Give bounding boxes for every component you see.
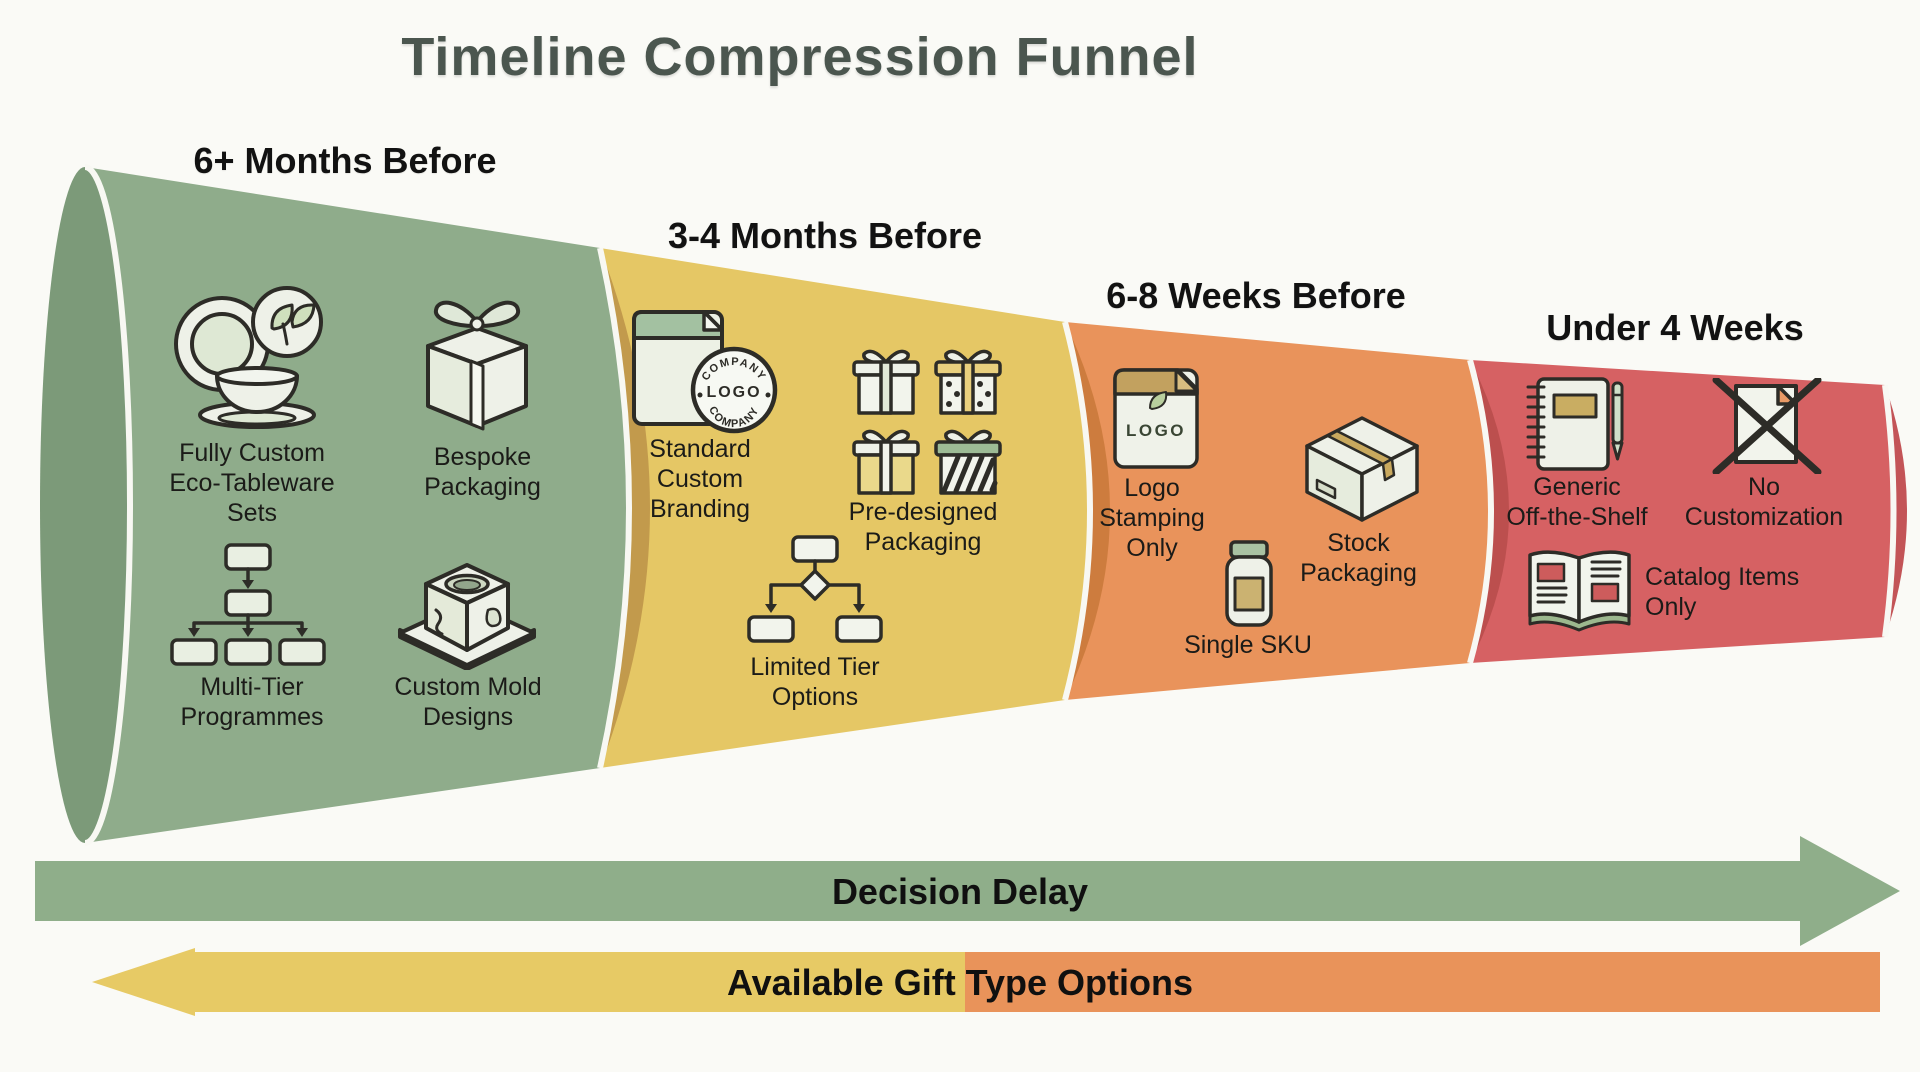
- gift-grid-icon: [852, 349, 1002, 495]
- stage-4-header: Under 4 Weeks: [1546, 307, 1804, 348]
- stock-box-icon: [1305, 416, 1419, 522]
- item-label-standard-branding: Standard Custom Branding: [649, 435, 751, 523]
- item-label-catalog-items: Catalog Items Only: [1645, 563, 1800, 621]
- bespoke-gift-icon: [426, 300, 528, 431]
- logo-doc-icon: LOGO: [1113, 368, 1199, 469]
- item-label-generic-shelf: Generic Off-the-Shelf: [1506, 473, 1648, 531]
- funnel-divider-arcs: [84, 164, 1897, 846]
- decision-delay-label: Decision Delay: [831, 871, 1089, 912]
- item-label-custom-mold: Custom Mold Designs: [394, 673, 542, 731]
- mold-icon: [398, 563, 536, 670]
- item-label-limited-tier: Limited Tier Options: [750, 653, 880, 711]
- catalog-book-icon: [1528, 550, 1631, 632]
- stamp-text-center: LOGO: [706, 384, 761, 401]
- stage-2-header: 3-4 Months Before: [667, 215, 983, 256]
- item-label-stock-packaging: Stock Packaging: [1300, 529, 1417, 587]
- item-label-predesigned-packaging: Pre-designed Packaging: [848, 498, 998, 556]
- item-label-single-sku: Single SKU: [1184, 631, 1312, 659]
- stage-3-header: 6-8 Weeks Before: [1106, 275, 1406, 316]
- tier-flowchart-icon: [747, 535, 883, 643]
- notebook-pen-icon: [1526, 377, 1624, 471]
- jar-icon: [1225, 540, 1273, 627]
- logo-doc-text: LOGO: [1126, 421, 1186, 440]
- item-label-logo-stamping: Logo Stamping Only: [1099, 474, 1205, 562]
- item-label-multi-tier: Multi-Tier Programmes: [180, 673, 324, 731]
- gift-options-arrow: [92, 948, 1880, 1016]
- decision-delay-arrowhead: [1800, 836, 1900, 946]
- org-chart-icon: [170, 543, 326, 666]
- page-title: Timeline Compression Funnel: [401, 27, 1199, 87]
- stage-1-header: 6+ Months Before: [193, 140, 497, 181]
- item-label-no-customization: No Customization: [1684, 473, 1844, 531]
- gift-options-arrowhead: [92, 948, 195, 1016]
- item-label-bespoke-packaging: Bespoke Packaging: [424, 443, 541, 501]
- funnel-left-cap: [40, 167, 130, 843]
- no-customization-icon: [1712, 378, 1822, 474]
- gift-options-label: Available Gift Type Options: [726, 962, 1194, 1003]
- item-label-eco-tableware: Fully Custom Eco-Tableware Sets: [169, 439, 335, 527]
- funnel-stage-3-shade: [1065, 322, 1110, 700]
- eco-tableware-icon: [174, 286, 323, 429]
- branding-doc-stamp-icon: COMPANY LOGO COMPANY: [632, 310, 778, 434]
- funnel-stage-4-shade: [1470, 360, 1509, 663]
- decision-delay-arrow: [35, 836, 1900, 946]
